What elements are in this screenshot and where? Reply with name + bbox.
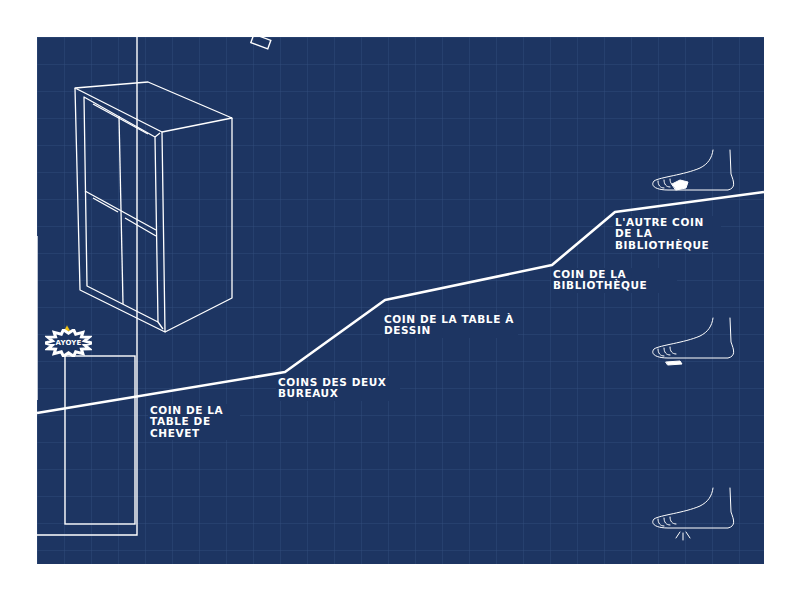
corner-label: COINS DES DEUX BUREAUX <box>276 376 400 401</box>
foot <box>653 318 734 365</box>
foot <box>653 150 734 190</box>
corner-label: COIN DE LA TABLE DE CHEVET <box>148 404 240 440</box>
corner-label: L'AUTRE COIN DE LA BIBLIOTHÈQUE <box>613 216 721 252</box>
starburst-callout: AYOYE <box>45 329 92 357</box>
blueprint-ground <box>37 37 764 564</box>
exclamation-text: AYOYE <box>55 339 81 347</box>
room-outline <box>37 34 271 535</box>
rising-line <box>37 192 764 413</box>
bookshelf <box>75 82 232 332</box>
foot <box>653 488 734 540</box>
corner-label: COIN DE LA BIBLIOTHÈQUE <box>551 268 677 293</box>
grid <box>37 37 764 564</box>
feet <box>653 150 734 540</box>
corner-label: COIN DE LA TABLE À DESSIN <box>382 313 518 338</box>
